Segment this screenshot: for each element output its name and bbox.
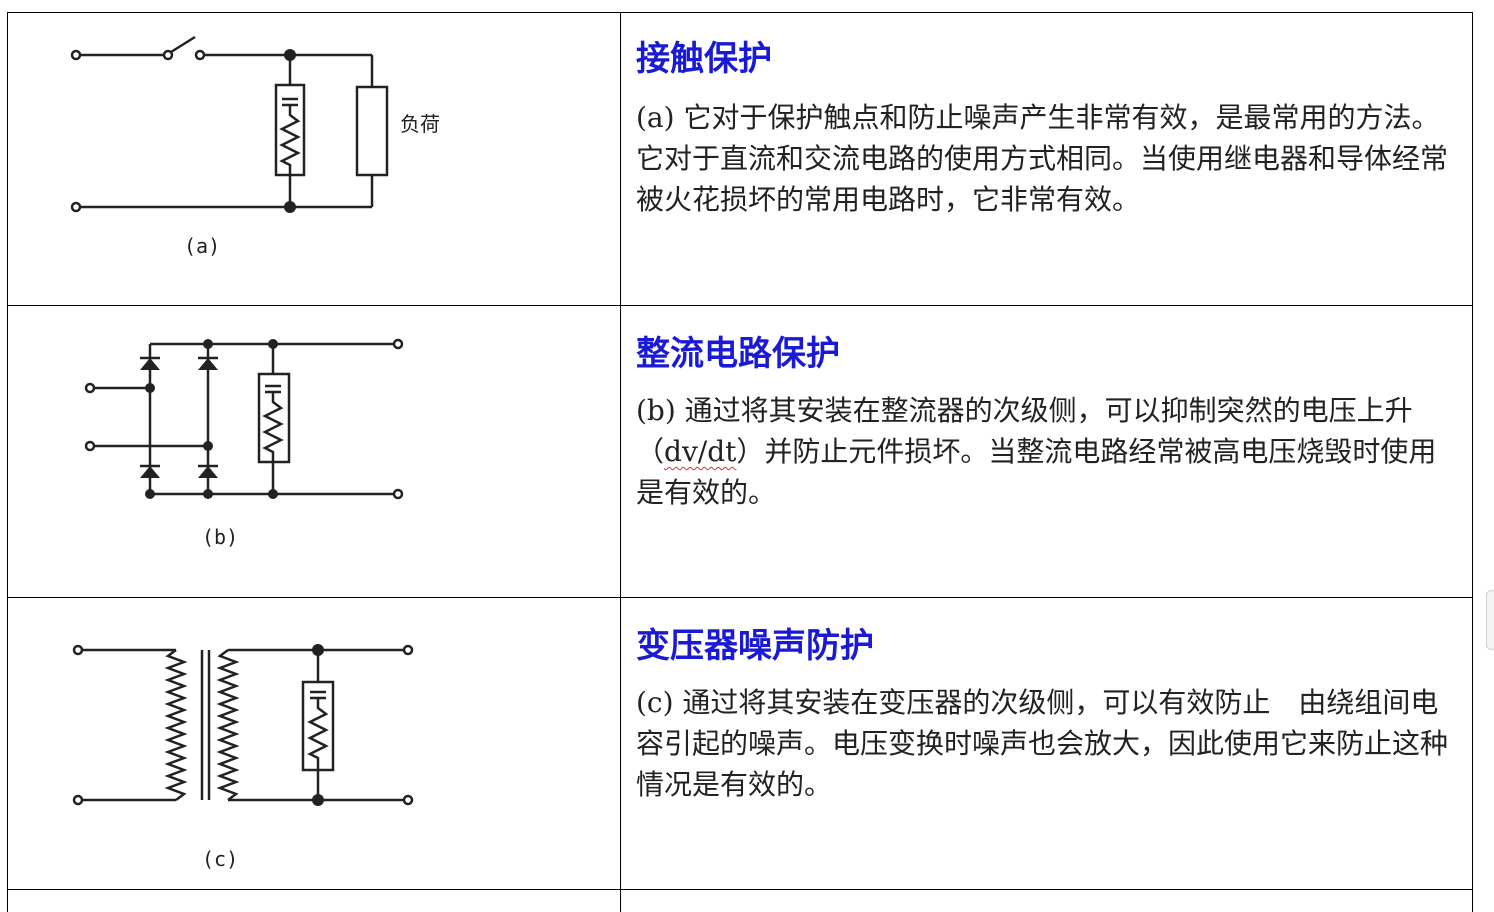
body-paragraph: (b) 通过将其安装在整流器的次级侧，可以抑制突然的电压上升（dv/dt）并防止…: [636, 390, 1462, 513]
row-divider: [7, 889, 1473, 890]
row-divider: [7, 597, 1473, 598]
section-heading: 变压器噪声防护: [636, 626, 874, 666]
body-paragraph: (c) 通过将其安装在变压器的次级侧，可以有效防止 由绕组间电容引起的噪声。电压…: [636, 686, 1449, 801]
load-label: 负荷: [400, 112, 440, 136]
description-cell-b: 整流电路保护 (b) 通过将其安装在整流器的次级侧，可以抑制突然的电压上升（dv…: [622, 306, 1464, 598]
diagram-caption: (a): [184, 234, 220, 258]
diagram-caption: (b): [202, 525, 238, 549]
table-border-top: [7, 12, 1473, 13]
body-paragraph: 它对于直流和交流电路的使用方式相同。当使用继电器和导体经常被火花损坏的常用电路时…: [636, 142, 1449, 216]
section-heading: 整流电路保护: [636, 334, 840, 374]
scroll-handle[interactable]: [1486, 590, 1494, 650]
body-text: ）并防止元件损坏。当整流电路经常被高电压烧毁时使用是有效的。: [636, 435, 1437, 509]
circuit-diagram-c: (c): [8, 598, 620, 890]
spellcheck-marked-text: dv/dt: [664, 435, 737, 468]
table-border-right: [1472, 12, 1473, 912]
table-grid: [7, 12, 1473, 912]
description-cell-c: 变压器噪声防护 (c) 通过将其安装在变压器的次级侧，可以有效防止 由绕组间电容…: [622, 598, 1464, 890]
section-heading: 接触保护: [636, 39, 772, 79]
column-divider: [620, 12, 621, 912]
circuit-diagram-b: (b): [8, 306, 620, 598]
section-body: (b) 通过将其安装在整流器的次级侧，可以抑制突然的电压上升（dv/dt）并防止…: [636, 390, 1462, 513]
description-cell-a: 接触保护 (a) 它对于保护触点和防止噪声产生非常有效，是最常用的方法。 它对于…: [622, 13, 1464, 305]
table-border-left: [7, 12, 8, 912]
section-body: (a) 它对于保护触点和防止噪声产生非常有效，是最常用的方法。 它对于直流和交流…: [636, 97, 1462, 220]
circuit-diagram-a: 负荷 (a): [8, 13, 620, 305]
body-text: (b) 通过将其安装在整流器的次级侧，可以抑制突然的电压上升（: [636, 394, 1413, 468]
diagram-caption: (c): [202, 847, 238, 871]
body-paragraph: (a) 它对于保护触点和防止噪声产生非常有效，是最常用的方法。: [636, 101, 1440, 134]
section-body: (c) 通过将其安装在变压器的次级侧，可以有效防止 由绕组间电容引起的噪声。电压…: [636, 682, 1462, 805]
row-divider: [7, 305, 1473, 306]
